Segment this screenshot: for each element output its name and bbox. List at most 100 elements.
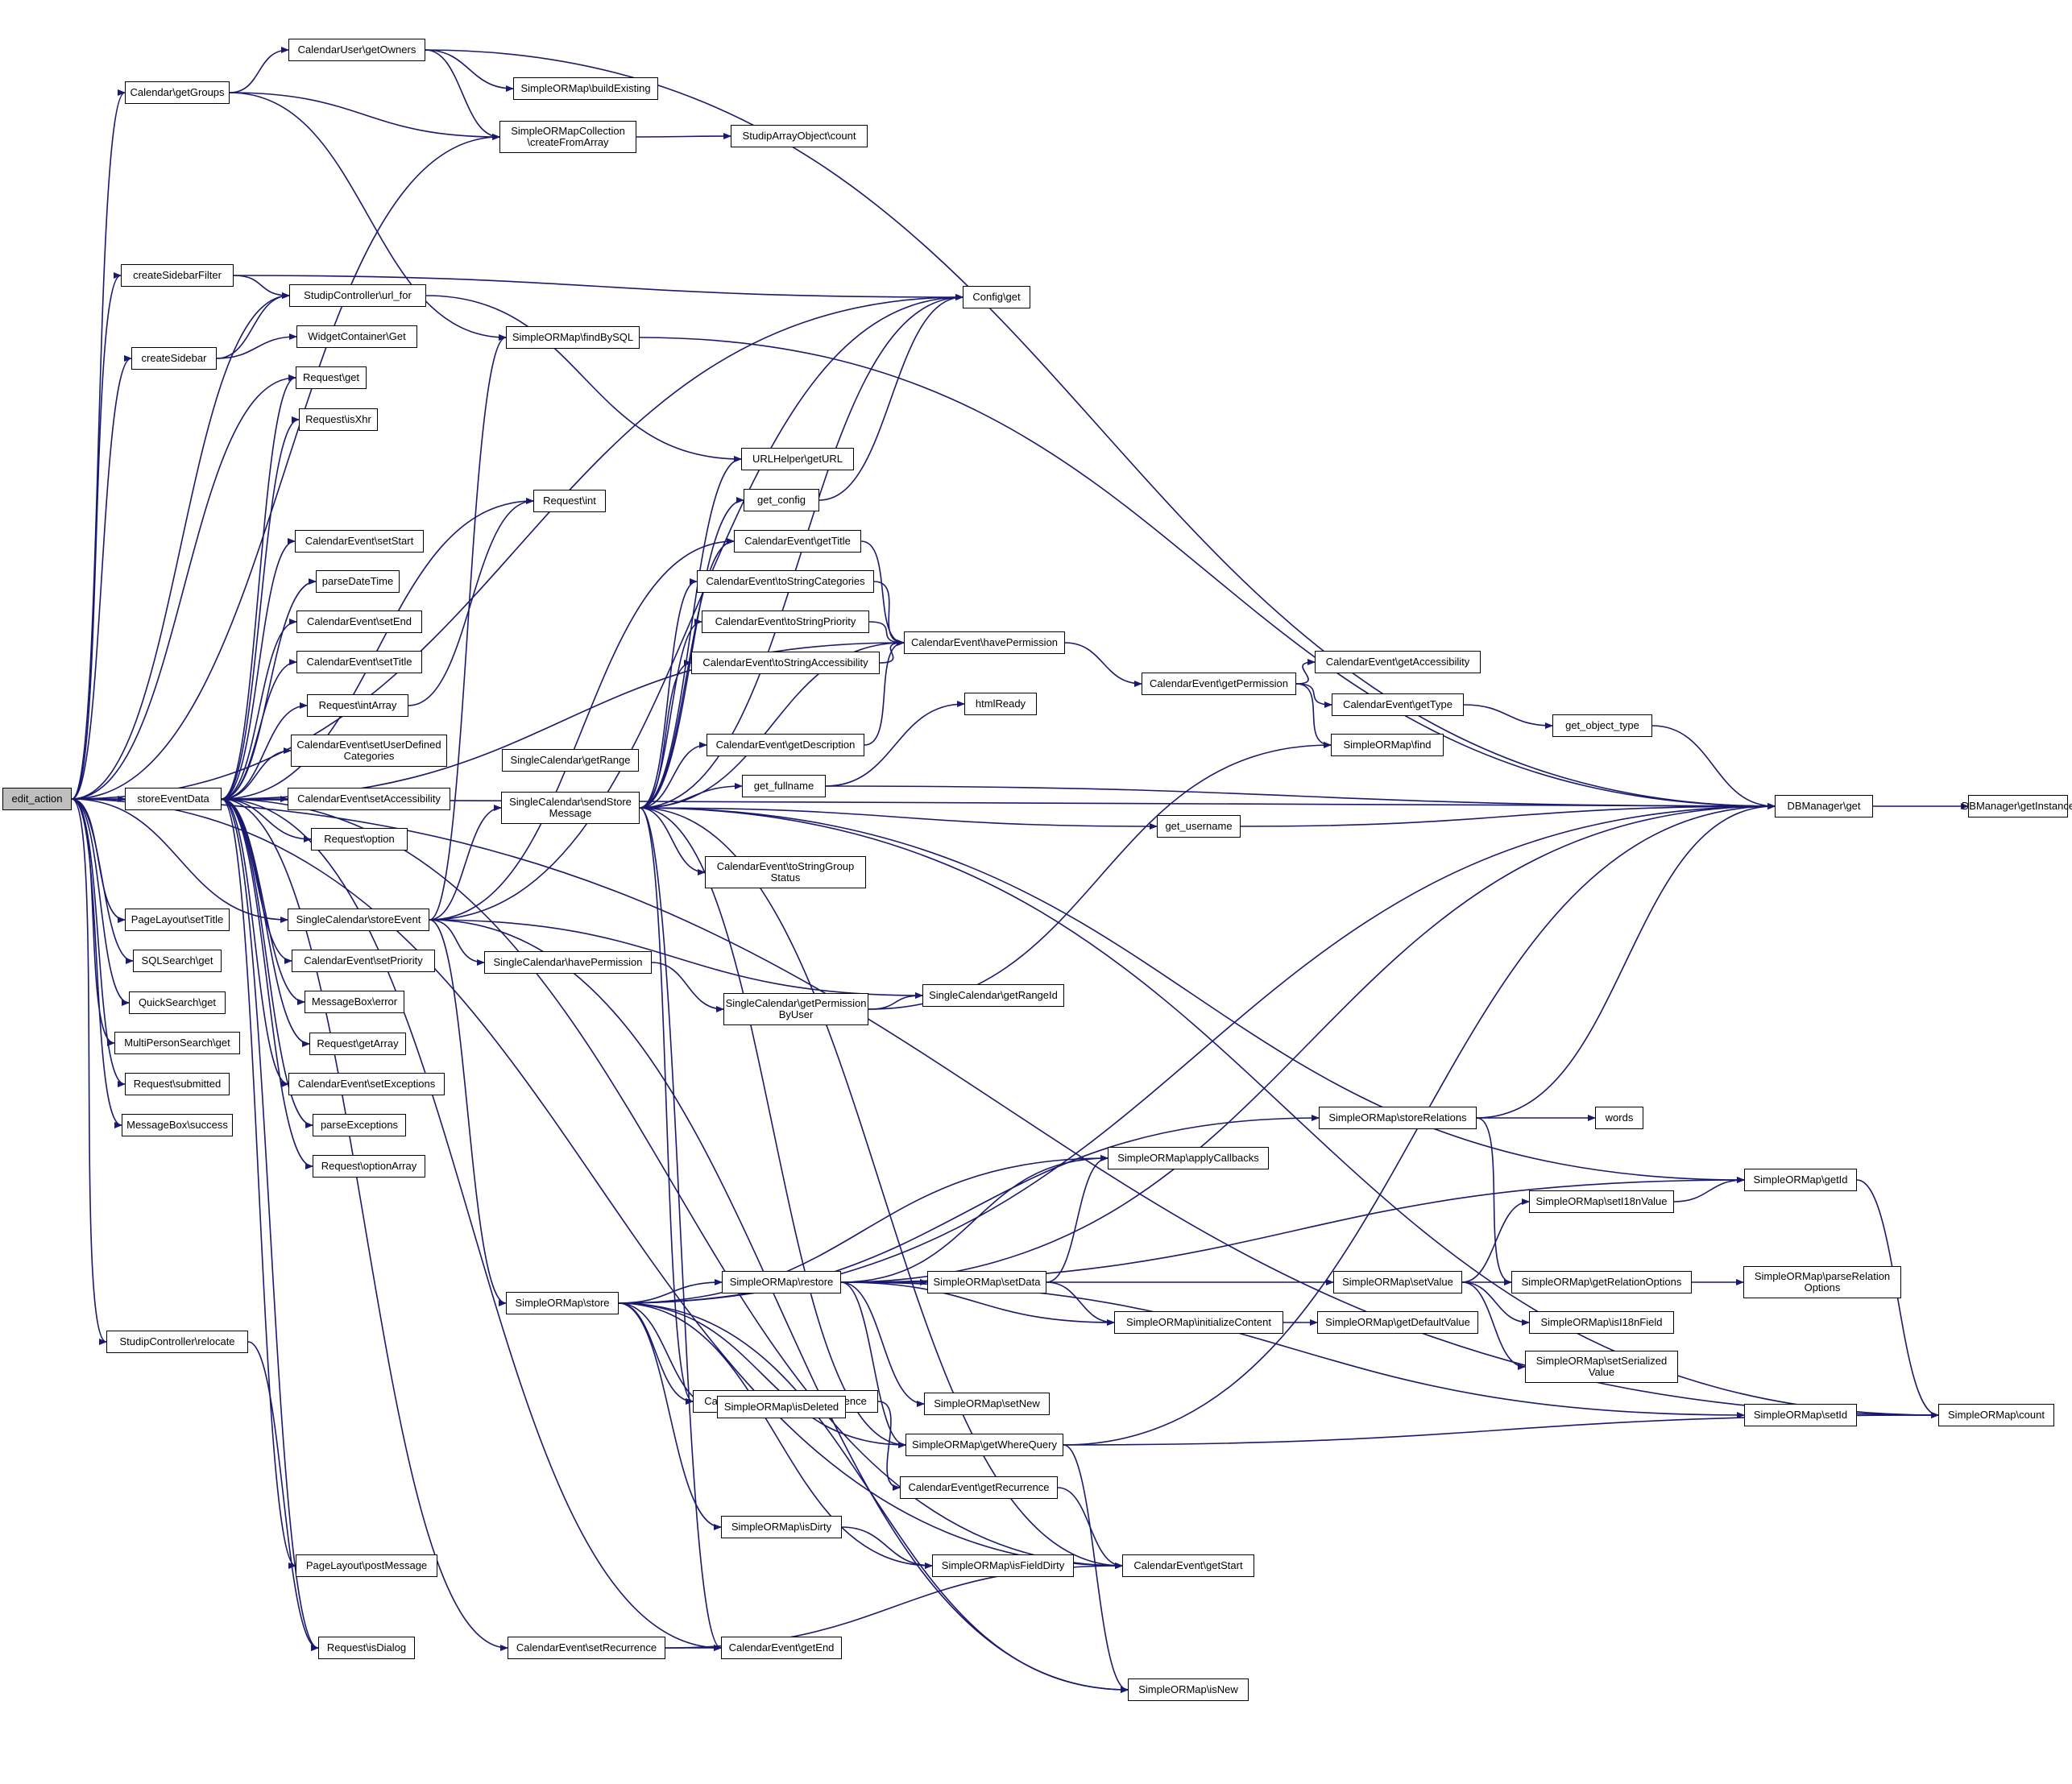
node-simpleormap-store[interactable]: SimpleORMap\store — [506, 1292, 619, 1314]
node-singlecalendar-sendstoremessage[interactable]: SingleCalendar\sendStore Message — [501, 792, 640, 824]
edge-singlecalendar-sendstoremessage--calendarevent-tostringrecurrence — [639, 807, 694, 1405]
node-simpleormap-seti18nvalue[interactable]: SimpleORMap\setI18nValue — [1529, 1190, 1674, 1213]
node-htmlready[interactable]: htmlReady — [964, 693, 1037, 715]
node-simpleormap-getid[interactable]: SimpleORMap\getId — [1744, 1169, 1857, 1191]
edge-simpleormap-storerelations--dbmanager-get — [1476, 803, 1776, 1119]
node-sqlsearch-get[interactable]: SQLSearch\get — [133, 950, 222, 972]
node-simpleormap-isdeleted[interactable]: SimpleORMap\isDeleted — [717, 1396, 846, 1418]
edge-simpleormap-store--simpleormap-applycallbacks — [618, 1155, 1109, 1304]
node-request-submitted[interactable]: Request\submitted — [125, 1073, 230, 1095]
node-calendarevent-getpermission[interactable]: CalendarEvent\getPermission — [1142, 673, 1296, 695]
node-simpleormap-initializecontent[interactable]: SimpleORMap\initializeContent — [1114, 1311, 1283, 1334]
node-calendarevent-getstart[interactable]: CalendarEvent\getStart — [1122, 1554, 1254, 1577]
node-urlhelper-geturl[interactable]: URLHelper\getURL — [741, 448, 854, 470]
node-calendarevent-tostringpriority[interactable]: CalendarEvent\toStringPriority — [702, 611, 869, 633]
node-singlecalendar-getpermissionbyuser[interactable]: SingleCalendar\getPermission ByUser — [723, 993, 868, 1025]
edge-edit-action--createsidebarfilter — [71, 272, 122, 800]
node-simpleormap-isdirty[interactable]: SimpleORMap\isDirty — [721, 1516, 842, 1538]
node-calendarevent-setuserdefinedcategories[interactable]: CalendarEvent\setUserDefined Categories — [291, 735, 447, 767]
node-calendarevent-gettype[interactable]: CalendarEvent\getType — [1332, 693, 1464, 716]
node-simpleormap-setserializedvalue[interactable]: SimpleORMap\setSerialized Value — [1525, 1351, 1678, 1383]
node-simpleormap-getwherequery[interactable]: SimpleORMap\getWhereQuery — [905, 1434, 1063, 1456]
node-calendarevent-tostringgroupstatus[interactable]: CalendarEvent\toStringGroup Status — [705, 856, 866, 888]
node-get-fullname[interactable]: get_fullname — [742, 775, 826, 797]
node-calendarevent-getend[interactable]: CalendarEvent\getEnd — [721, 1637, 842, 1659]
node-pagelayout-settitle[interactable]: PageLayout\setTitle — [125, 909, 230, 931]
node-singlecalendar-havepermission[interactable]: SingleCalendar\havePermission — [484, 951, 652, 974]
node-get-config[interactable]: get_config — [744, 489, 819, 511]
node-simpleormap-restore[interactable]: SimpleORMap\restore — [722, 1271, 841, 1294]
node-calendaruser-getowners[interactable]: CalendarUser\getOwners — [288, 39, 425, 61]
node-simpleormap-setvalue[interactable]: SimpleORMap\setValue — [1333, 1271, 1462, 1294]
node-config-get[interactable]: Config\get — [963, 286, 1030, 308]
node-singlecalendar-storeevent[interactable]: SingleCalendar\storeEvent — [288, 909, 429, 931]
node-calendarevent-setend[interactable]: CalendarEvent\setEnd — [296, 611, 422, 633]
node-calendarevent-setstart[interactable]: CalendarEvent\setStart — [295, 530, 424, 553]
node-multipersonsearch-get[interactable]: MultiPersonSearch\get — [114, 1032, 240, 1054]
node-studipcontroller-relocate[interactable]: StudipController\relocate — [106, 1331, 248, 1353]
node-request-getarray[interactable]: Request\getArray — [309, 1033, 406, 1055]
node-simpleormap-applycallbacks[interactable]: SimpleORMap\applyCallbacks — [1108, 1147, 1269, 1169]
node-simpleormapcollection-createfromarray[interactable]: SimpleORMapCollection \createFromArray — [499, 121, 636, 153]
node-calendarevent-setrecurrence[interactable]: CalendarEvent\setRecurrence — [508, 1637, 665, 1659]
node-calendarevent-setexceptions[interactable]: CalendarEvent\setExceptions — [288, 1073, 445, 1095]
node-dbmanager-get[interactable]: DBManager\get — [1775, 795, 1873, 817]
node-calendar-getgroups[interactable]: Calendar\getGroups — [125, 81, 230, 104]
node-messagebox-success[interactable]: MessageBox\success — [122, 1114, 233, 1136]
node-request-isdialog[interactable]: Request\isDialog — [318, 1637, 415, 1659]
node-words[interactable]: words — [1595, 1107, 1643, 1129]
node-simpleormap-getrelationoptions[interactable]: SimpleORMap\getRelationOptions — [1511, 1271, 1692, 1294]
node-pagelayout-postmessage[interactable]: PageLayout\postMessage — [296, 1554, 437, 1577]
node-simpleormap-setdata[interactable]: SimpleORMap\setData — [927, 1271, 1046, 1294]
node-request-optionarray[interactable]: Request\optionArray — [313, 1155, 425, 1178]
node-get-username[interactable]: get_username — [1157, 815, 1241, 838]
edge-calendar-getgroups--simpleormapcollection-createfromarray — [229, 92, 500, 140]
node-singlecalendar-getrangeid[interactable]: SingleCalendar\getRangeId — [922, 984, 1064, 1007]
node-quicksearch-get[interactable]: QuickSearch\get — [129, 991, 226, 1014]
edge-singlecalendar-sendstoremessage--calendarevent-gettitle — [639, 538, 735, 809]
node-simpleormap-setnew[interactable]: SimpleORMap\setNew — [924, 1393, 1050, 1415]
edge-calendarevent-tostringrecurrence--calendarevent-getrecurrence — [877, 1401, 901, 1491]
node-messagebox-error[interactable]: MessageBox\error — [305, 991, 404, 1013]
edge-request-intarray--request-int — [408, 498, 534, 706]
edge-storeeventdata--calendarevent-setexceptions — [221, 798, 289, 1087]
node-simpleormap-storerelations[interactable]: SimpleORMap\storeRelations — [1319, 1107, 1477, 1129]
node-calendarevent-settitle[interactable]: CalendarEvent\setTitle — [296, 651, 422, 673]
node-simpleormap-isi18nfield[interactable]: SimpleORMap\isI18nField — [1529, 1311, 1674, 1334]
node-storeeventdata[interactable]: storeEventData — [125, 788, 222, 810]
node-simpleormap-find[interactable]: SimpleORMap\find — [1331, 734, 1444, 756]
node-simpleormap-findbysql[interactable]: SimpleORMap\findBySQL — [506, 326, 640, 349]
node-studiparrayobject-count[interactable]: StudipArrayObject\count — [731, 125, 868, 147]
node-request-isxhr[interactable]: Request\isXhr — [299, 408, 378, 431]
node-simpleormap-buildexisting[interactable]: SimpleORMap\buildExisting — [513, 77, 658, 100]
node-calendarevent-tostringaccessibility[interactable]: CalendarEvent\toStringAccessibility — [691, 652, 880, 674]
node-request-intarray[interactable]: Request\intArray — [307, 694, 408, 717]
node-dbmanager-getinstance[interactable]: DBManager\getInstance — [1962, 795, 2072, 817]
node-calendarevent-setaccessibility[interactable]: CalendarEvent\setAccessibility — [288, 788, 450, 810]
edge-calendarevent-getdescription--calendarevent-havepermission — [864, 640, 905, 746]
node-createsidebar[interactable]: createSidebar — [131, 347, 217, 370]
node-singlecalendar-getrange[interactable]: SingleCalendar\getRange — [502, 749, 639, 772]
node-calendarevent-getaccessibility[interactable]: CalendarEvent\getAccessibility — [1315, 651, 1481, 673]
node-simpleormap-isnew[interactable]: SimpleORMap\isNew — [1128, 1678, 1249, 1701]
node-calendarevent-tostringcategories[interactable]: CalendarEvent\toStringCategories — [697, 570, 874, 593]
node-parseexceptions[interactable]: parseExceptions — [313, 1114, 406, 1136]
node-calendarevent-getdescription[interactable]: CalendarEvent\getDescription — [707, 734, 864, 756]
node-simpleormap-setid[interactable]: SimpleORMap\setId — [1744, 1404, 1857, 1426]
node-simpleormap-isfielddirty[interactable]: SimpleORMap\isFieldDirty — [932, 1554, 1074, 1577]
node-calendarevent-gettitle[interactable]: CalendarEvent\getTitle — [734, 530, 861, 553]
node-widgetcontainer-get[interactable]: WidgetContainer\Get — [296, 325, 417, 348]
node-request-option[interactable]: Request\option — [311, 828, 408, 851]
node-simpleormap-getdefaultvalue[interactable]: SimpleORMap\getDefaultValue — [1317, 1311, 1478, 1334]
node-createsidebarfilter[interactable]: createSidebarFilter — [121, 264, 234, 287]
node-get-object-type[interactable]: get_object_type — [1552, 714, 1652, 737]
node-simpleormap-count[interactable]: SimpleORMap\count — [1938, 1404, 2054, 1426]
node-calendarevent-havepermission[interactable]: CalendarEvent\havePermission — [904, 631, 1065, 654]
node-calendarevent-getrecurrence[interactable]: CalendarEvent\getRecurrence — [900, 1476, 1058, 1499]
node-request-int[interactable]: Request\int — [533, 490, 606, 512]
node-parsedatetime[interactable]: parseDateTime — [316, 570, 400, 593]
node-simpleormap-parserelationoptions[interactable]: SimpleORMap\parseRelation Options — [1743, 1266, 1901, 1298]
node-request-get[interactable]: Request\get — [296, 366, 367, 389]
node-studipcontroller-url-for[interactable]: StudipController\url_for — [289, 284, 426, 307]
node-calendarevent-setpriority[interactable]: CalendarEvent\setPriority — [292, 950, 435, 972]
